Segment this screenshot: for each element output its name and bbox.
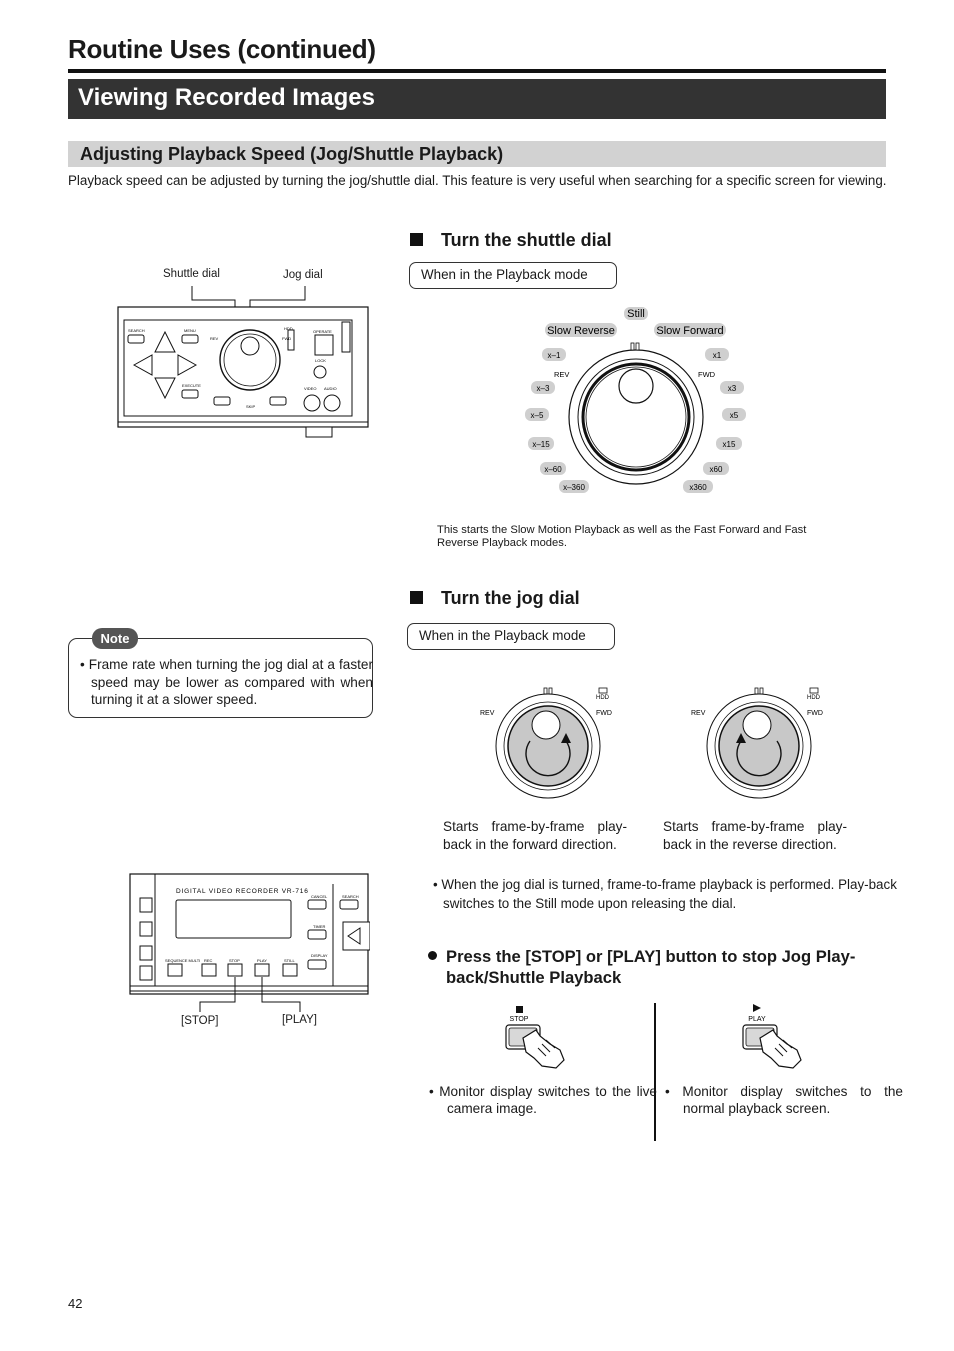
front-panel-illustration: SEARCH MENU EXECUTE REV FWD HDD OPERATE … (117, 286, 369, 438)
jog-dial-label: Jog dial (283, 269, 323, 281)
fp-rev-text: REV (210, 336, 219, 341)
speed-left-5: x–5 (531, 411, 544, 420)
fp-audio-text: AUDIO (324, 386, 337, 391)
subsection-title: Adjusting Playback Speed (Jog/Shuttle Pl… (68, 141, 886, 167)
note-text: • Frame rate when turning the jog dial a… (80, 657, 373, 707)
shuttle-fwd: FWD (698, 370, 716, 379)
play-result-text: • Monitor display switches to the normal… (665, 1084, 903, 1116)
speed-left-3: x–3 (537, 384, 550, 393)
jogf-fwd: FWD (596, 710, 612, 717)
rec-display: DISPLAY (311, 953, 328, 958)
speed-right-360: x360 (689, 483, 707, 492)
fp-execute-text: EXECUTE (182, 383, 201, 388)
shuttle-rev: REV (554, 370, 569, 379)
shuttle-slow-reverse: Slow Reverse (547, 325, 615, 337)
rec-seq: SEQUENCE MULTI (165, 958, 200, 963)
jog-bullet: • When the jog dial is turned, frame-to-… (433, 877, 897, 911)
play-btn-text: PLAY (748, 1016, 766, 1023)
recorder-illustration: DIGITAL VIDEO RECORDER VR-716 CANCEL SEA… (129, 873, 370, 1012)
header-rule (68, 69, 886, 73)
shuttle-slow-forward: Slow Forward (656, 325, 723, 337)
jogr-fwd: FWD (807, 710, 823, 717)
play-label: [PLAY] (282, 1014, 317, 1026)
jog-reverse-diagram: HDD REV FWD (691, 687, 823, 799)
play-button-illustration: PLAY (742, 1004, 802, 1069)
rec-play: PLAY (257, 958, 267, 963)
rec-stop: STOP (229, 958, 240, 963)
stop-button-illustration: STOP (505, 1006, 565, 1069)
shuttle-dial-diagram: Still Slow Reverse Slow Forward REV FWD … (525, 307, 746, 493)
page-number: 42 (68, 1296, 83, 1311)
rec-still: STILL (284, 958, 295, 963)
shuttle-dial-label: Shuttle dial (163, 268, 220, 280)
speed-left-1: x–1 (548, 351, 561, 360)
fp-lock-text: LOCK (315, 358, 326, 363)
jog-mode-box: When in the Playback mode (407, 623, 615, 650)
speed-left-60: x–60 (544, 465, 562, 474)
speed-right-60: x60 (710, 465, 723, 474)
speed-left-360: x–360 (563, 483, 585, 492)
jogr-hdd: HDD (807, 695, 821, 701)
stop-result-text: • Monitor display switches to the live c… (429, 1084, 657, 1116)
fp-operate-text: OPERATE (313, 329, 332, 334)
shuttle-still: Still (627, 308, 645, 320)
jogf-hdd: HDD (596, 695, 610, 701)
rec-cancel: CANCEL (311, 894, 328, 899)
fp-menu-text: MENU (184, 328, 196, 333)
jog-forward-caption: Starts frame-by-frame play-back in the f… (443, 819, 627, 852)
jog-forward-diagram: HDD REV FWD (480, 687, 612, 799)
press-heading: Press the [STOP] or [PLAY] button to sto… (428, 946, 890, 988)
fp-fwd-text: FWD (282, 336, 291, 341)
stop-label: [STOP] (181, 1015, 219, 1027)
rec-search: SEARCH (342, 894, 359, 899)
jog-reverse-caption: Starts frame-by-frame play-back in the r… (663, 819, 847, 852)
speed-right-5: x5 (730, 411, 739, 420)
recorder-model: DIGITAL VIDEO RECORDER VR-716 (176, 888, 309, 895)
rec-rec: REC (204, 958, 213, 963)
fp-skip-text: SKIP (246, 404, 255, 409)
speed-right-15: x15 (723, 440, 736, 449)
fp-hdd-text: HDD (284, 326, 293, 331)
intro-paragraph: Playback speed can be adjusted by turnin… (68, 173, 887, 188)
press-divider (654, 1003, 656, 1141)
jogr-rev: REV (691, 710, 706, 717)
jog-heading: Turn the jog dial (410, 588, 580, 609)
shuttle-mode-box: When in the Playback mode (409, 262, 617, 289)
rec-timer: TIMER (313, 924, 326, 929)
fp-search-text: SEARCH (128, 328, 145, 333)
section-banner: Viewing Recorded Images (68, 79, 886, 119)
stop-btn-text: STOP (510, 1016, 529, 1023)
page-header-title: Routine Uses (continued) (68, 34, 376, 64)
jogf-rev: REV (480, 710, 495, 717)
note-tag: Note (92, 628, 138, 649)
speed-left-15: x–15 (532, 440, 550, 449)
speed-right-3: x3 (728, 384, 737, 393)
fp-video-text: VIDEO (304, 386, 316, 391)
speed-right-1: x1 (713, 351, 722, 360)
shuttle-heading: Turn the shuttle dial (410, 230, 612, 251)
note-box (68, 638, 373, 718)
shuttle-caption: This starts the Slow Motion Playback as … (437, 524, 807, 549)
